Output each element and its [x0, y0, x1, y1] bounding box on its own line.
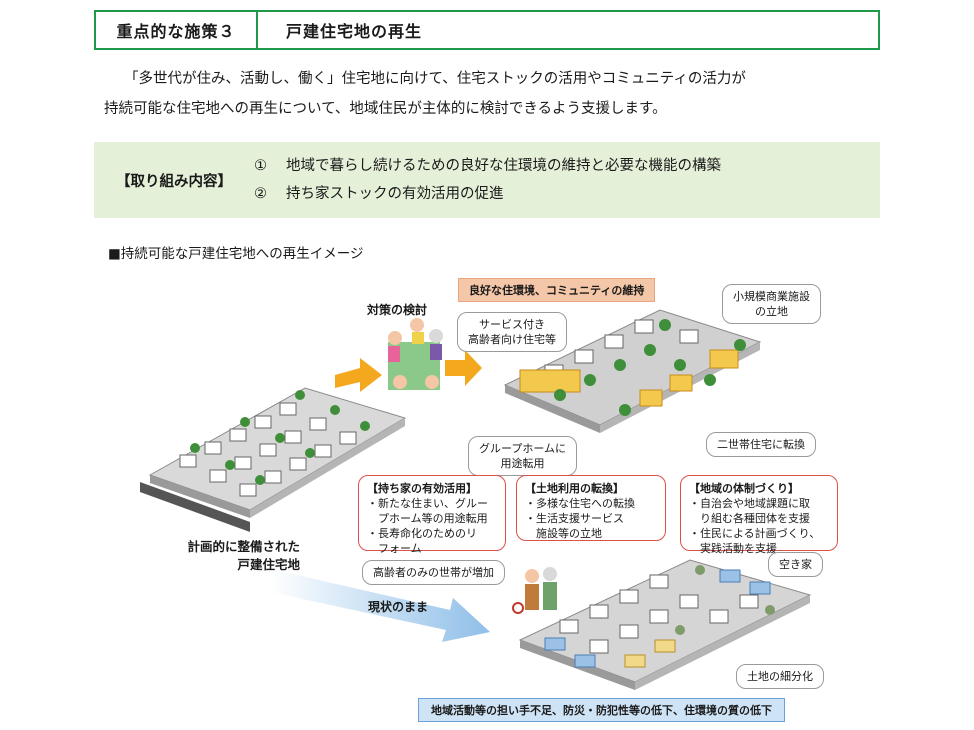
efforts-item-text: 持ち家ストックの有効活用の促進	[286, 186, 504, 202]
land-use-line: ・生活支援サービス	[525, 512, 624, 525]
planned-area-text: 計画的に整備された 戸建住宅地	[187, 539, 300, 572]
own-home-line: ・長寿命化のためのリ	[367, 527, 477, 540]
planning-people-icon	[388, 318, 443, 390]
efforts-item-text: 地域で暮らし続けるための良好な住環境の維持と必要な機能の構築	[286, 158, 721, 174]
subdivision-callout: 土地の細分化	[736, 664, 824, 689]
status-quo-label: 現状のまま	[368, 600, 429, 614]
community-line: 実践活動を支援	[689, 542, 777, 555]
orange-arrow-left	[335, 358, 382, 392]
intro-line-1: 「多世代が住み、活動し、働く」住宅地に向けて、住宅ストックの活用やコミュニティの…	[124, 71, 746, 87]
land-use-title: 【土地利用の転換】	[525, 482, 624, 495]
own-home-line: プホーム等の用途転用	[367, 512, 488, 525]
community-line: ・自治会や地域課題に取	[689, 497, 810, 510]
land-use-line: 施設等の立地	[525, 527, 602, 540]
figure-caption: ■持続可能な戸建住宅地への再生イメージ	[108, 246, 364, 262]
community-line: ・住民による計画づくり、	[689, 527, 821, 540]
community-line: り組む各種団体を支援	[689, 512, 810, 525]
land-use-box: 【土地利用の転換】 ・多様な住宅への転換 ・生活支援サービス 施設等の立地	[516, 475, 666, 541]
group-home-callout: グループホームに 用途転用	[468, 436, 578, 476]
efforts-item: ① 地域で暮らし続けるための良好な住環境の維持と必要な機能の構築	[254, 152, 721, 180]
regenerated-housing-block	[503, 309, 762, 433]
two-generation-callout: 二世帯住宅に転換	[706, 432, 816, 457]
maintain-environment-tag: 良好な住環境、コミュニティの維持	[458, 278, 656, 302]
illustration-drawing	[140, 309, 812, 690]
own-home-line: フォーム	[367, 542, 422, 555]
efforts-panel: 【取り組み内容】 ① 地域で暮らし続けるための良好な住環境の維持と必要な機能の構築…	[94, 142, 880, 218]
declining-housing-block	[518, 559, 812, 690]
planned-area-label: 計画的に整備された 戸建住宅地	[160, 538, 300, 574]
land-use-line: ・多様な住宅への転換	[525, 497, 635, 510]
elderly-only-callout: 高齢者のみの世帯が増加	[362, 560, 505, 585]
elderly-couple-icon	[512, 567, 557, 614]
measure-header: 重点的な施策３ 戸建住宅地の再生	[94, 10, 880, 50]
efforts-item: ② 持ち家ストックの有効活用の促進	[254, 180, 721, 208]
own-home-box: 【持ち家の有効活用】 ・新たな住まい、グルー プホーム等の用途転用 ・長寿命化の…	[358, 475, 506, 555]
measure-title: 戸建住宅地の再生	[286, 22, 423, 41]
efforts-label: 【取り組み内容】	[116, 173, 232, 190]
community-box: 【地域の体制づくり】 ・自治会や地域課題に取 り組む各種団体を支援 ・住民による…	[680, 475, 838, 555]
vacant-house-callout: 空き家	[768, 552, 823, 577]
decline-bar: 地域活動等の担い手不足、防災・防犯性等の低下、住環境の質の低下	[418, 698, 785, 722]
own-home-line: ・新たな住まい、グルー	[367, 497, 488, 510]
community-title: 【地域の体制づくり】	[689, 482, 799, 495]
measure-label: 重点的な施策３	[96, 12, 258, 48]
small-commercial-callout: 小規模商業施設 の立地	[722, 284, 821, 324]
planned-housing-block	[140, 387, 407, 532]
efforts-item-number: ①	[254, 158, 267, 174]
own-home-title: 【持ち家の有効活用】	[367, 482, 477, 495]
service-housing-callout: サービス付き 高齢者向け住宅等	[457, 312, 567, 352]
efforts-item-number: ②	[254, 186, 267, 202]
study-label: 対策の検討	[367, 303, 428, 317]
orange-arrow-right	[445, 350, 482, 386]
efforts-list: ① 地域で暮らし続けるための良好な住環境の維持と必要な機能の構築 ② 持ち家ストック…	[254, 152, 721, 208]
intro-text: 「多世代が住み、活動し、働く」住宅地に向けて、住宅ストックの活用やコミュニティの…	[104, 64, 874, 124]
regeneration-illustration: 計画的に整備された 戸建住宅地 対策の検討 良好な住環境、コミュニティの維持 サ…	[120, 270, 856, 725]
blue-arrow	[270, 570, 490, 642]
intro-line-2: 持続可能な住宅地への再生について、地域住民が主体的に検討できるよう支援します。	[104, 101, 667, 117]
